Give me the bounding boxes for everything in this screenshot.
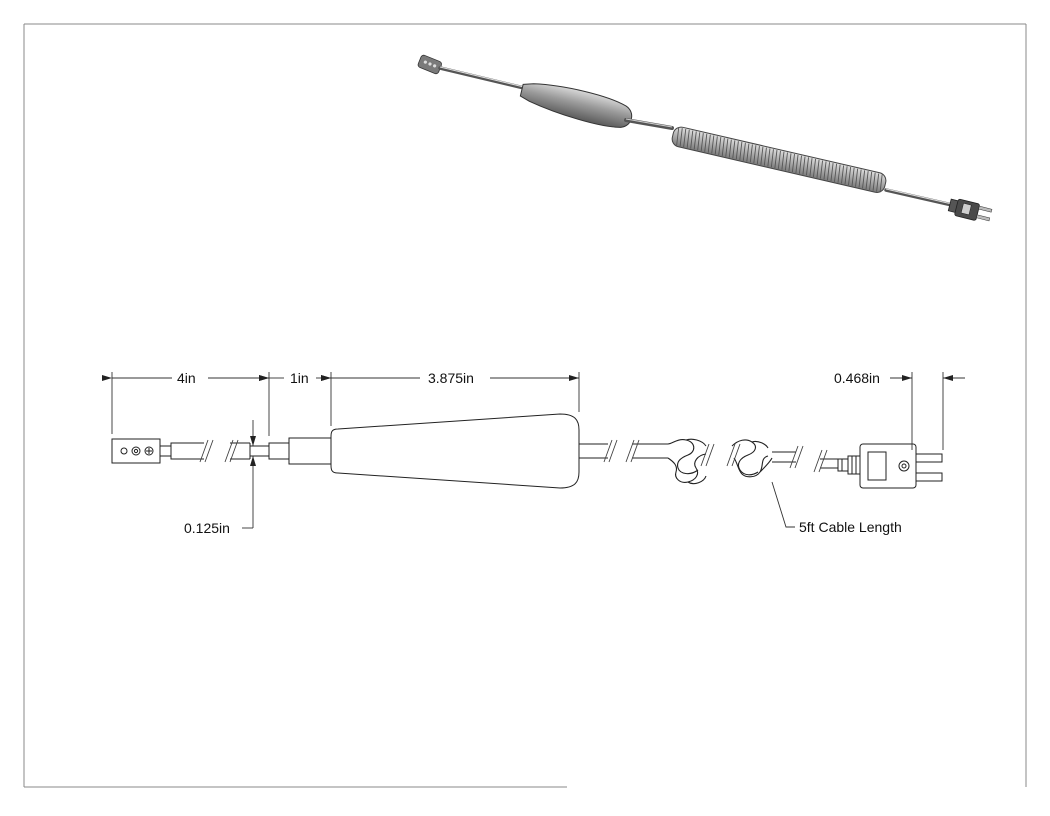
coil-ring [739,141,743,161]
coil-ring [865,171,869,190]
coil-ring [805,157,809,176]
coil-ring [812,158,816,178]
coil-ring [798,155,802,174]
side-cable [579,443,668,459]
coil-ring [784,152,788,171]
coil-ring [707,134,711,153]
side-view [111,413,943,489]
side-socket [111,438,161,464]
coil-ring [809,158,813,177]
side-coil-1 [667,438,707,485]
coil-ring [791,154,795,173]
coil-ring [753,145,757,164]
coil-ring [686,129,690,148]
coil-ring [844,166,848,185]
coil-ring [869,171,873,190]
dim-label-1in: 1in [290,370,309,386]
coil-ring [728,139,732,158]
coil-ring [816,159,820,178]
coil-ring [700,133,704,152]
side-coil-2 [731,439,773,478]
coil-ring [693,131,697,150]
coil-ring [756,145,760,165]
coil-ring [679,128,683,147]
coil-ring [718,137,722,156]
coil-ring [851,167,855,186]
coil-ring [795,154,799,173]
iso-connector [947,198,993,222]
coil-ring [781,151,785,170]
iso-probe-rod [438,66,526,90]
coil-ring [876,173,880,192]
coil-ring [770,149,774,168]
callout-cable-length: 5ft Cable Length [799,519,902,535]
coil-ring [862,170,866,189]
iso-handle [519,83,633,128]
iso-cable [624,118,674,130]
iso-coiled-cable [671,126,887,193]
coil-ring [837,164,841,183]
coil-ring [834,163,838,182]
coil-ring [841,165,845,184]
dim-label-0125in: 0.125in [184,520,230,536]
dim-label-3875in: 3.875in [428,370,474,386]
side-cable-end [772,451,840,469]
coil-ring [760,146,764,165]
coil-ring [711,135,715,154]
coil-ring [732,140,736,159]
coil-ring [749,144,753,163]
coil-ring [714,136,718,155]
coil-ring [802,156,806,175]
coil-ring [725,138,729,157]
dimension-lines [102,372,965,529]
coil-ring [823,161,827,180]
coil-ring [683,128,687,148]
break-marks [199,439,828,473]
dim-label-0468in: 0.468in [834,370,880,386]
sheet-border [23,23,1027,788]
coil-ring [742,142,746,161]
coil-ring [872,172,876,191]
coil-ring [767,148,771,167]
coil-ring [704,133,708,152]
isometric-view [417,54,993,222]
coil-ring [735,141,739,160]
coil-ring [777,150,781,169]
coil-ring [697,132,701,151]
coil-ring [690,130,694,149]
dim-label-4in: 4in [177,370,196,386]
coil-ring [827,162,831,181]
coil-ring [858,169,862,188]
side-transition [268,437,332,465]
coil-ring [746,143,750,162]
coil-ring [676,127,680,146]
coil-ring [788,153,792,172]
coil-ring [830,162,834,182]
side-connector [837,443,943,489]
coil-ring [855,168,859,187]
coil-ring [763,147,767,166]
iso-socket [417,54,442,75]
coil-ring [820,160,824,179]
coil-ring [721,137,725,156]
side-handle [330,413,580,489]
coil-ring [848,167,852,186]
coil-ring [879,174,883,193]
coil-ring [774,150,778,169]
